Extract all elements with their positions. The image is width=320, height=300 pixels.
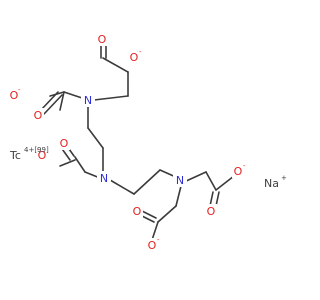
- oxygen-atom: O: [148, 239, 157, 252]
- bond: [209, 191, 214, 207]
- bond: [39, 91, 59, 112]
- technetium-charge: 4+[99]: [24, 146, 49, 154]
- oxygen-atom: O: [234, 165, 243, 178]
- structure-diagram: N N N O O - O - O O O - O O - O O - Tc: [8, 32, 287, 252]
- bond: [205, 171, 217, 191]
- oxygen-atom: O: [207, 205, 216, 218]
- bond: [59, 91, 65, 111]
- bond: [151, 221, 159, 241]
- negative-charge: -: [18, 86, 21, 94]
- oxygen-atom: O: [38, 149, 47, 162]
- counter-ions: Tc 4+[99] Na +: [9, 146, 287, 190]
- oxygen-atom: O: [98, 33, 107, 46]
- oxygen-atom: O: [34, 109, 43, 122]
- positive-charge: +: [281, 174, 287, 182]
- negative-charge: -: [157, 236, 160, 244]
- nitrogen-atom-1: N: [84, 94, 92, 107]
- bond: [183, 171, 207, 183]
- bond: [74, 156, 86, 173]
- bond: [43, 94, 63, 115]
- atom-labels: N N N O O - O - O O O - O O - O O -: [8, 32, 246, 252]
- oxygen-atom: O: [10, 89, 19, 102]
- oxygen-atom: O: [133, 205, 142, 218]
- bond: [102, 57, 129, 73]
- technetium-atom: Tc: [9, 149, 21, 162]
- bond: [215, 175, 235, 191]
- bond: [87, 127, 104, 149]
- bond: [215, 191, 220, 207]
- nitrogen-atom-3: N: [176, 174, 184, 187]
- bond: [157, 205, 177, 223]
- negative-charge: -: [139, 48, 142, 56]
- oxygen-atom: O: [130, 51, 139, 64]
- bond: [93, 95, 129, 101]
- oxygen-atom: O: [60, 137, 69, 150]
- bond: [133, 169, 161, 195]
- bond: [59, 159, 76, 167]
- bond: [175, 185, 182, 207]
- negative-charge: -: [37, 146, 40, 154]
- nitrogen-atom-2: N: [100, 172, 108, 185]
- bond: [109, 179, 135, 195]
- sodium-atom: Na: [264, 177, 279, 190]
- negative-charge: -: [243, 162, 246, 170]
